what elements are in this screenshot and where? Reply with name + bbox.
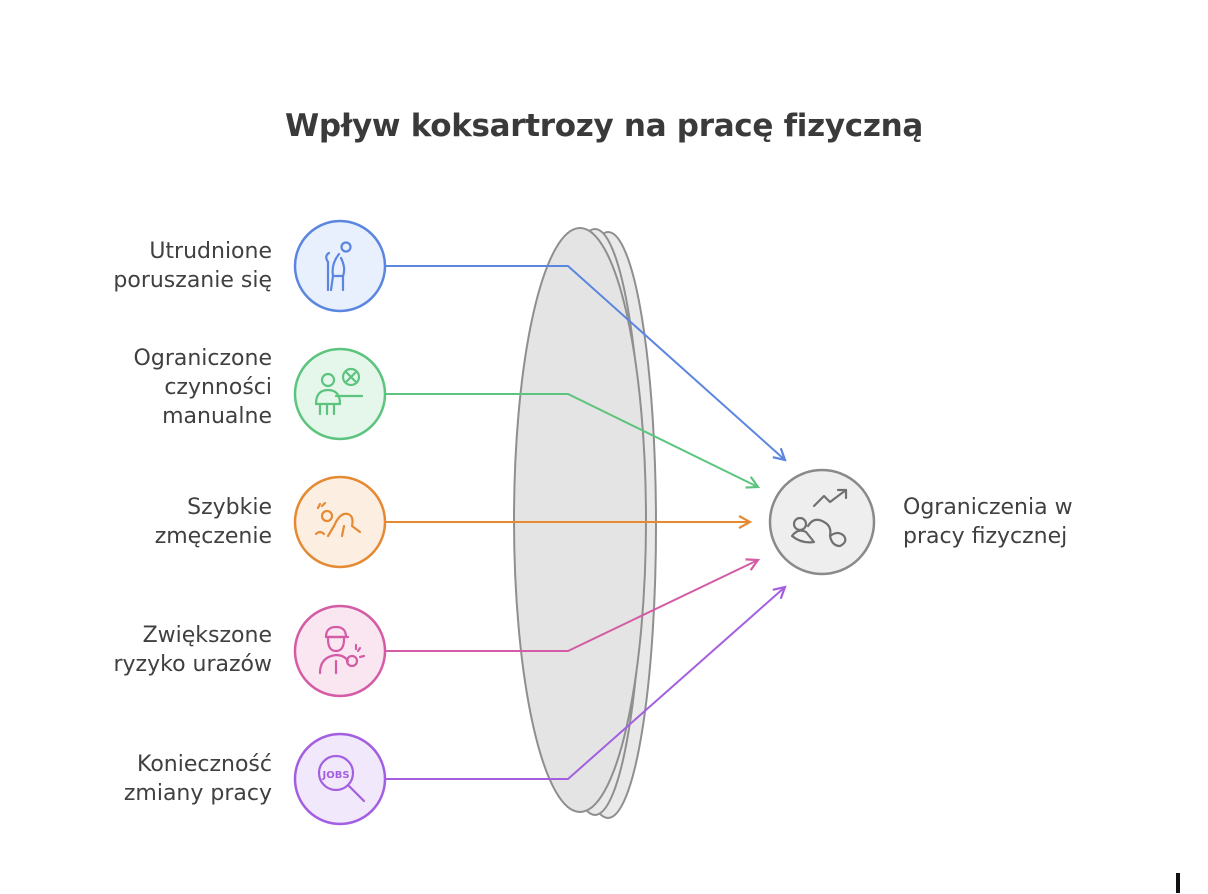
injured-worker-icon: [318, 625, 366, 675]
connector-line-5: [386, 587, 785, 780]
connector-line-2: [386, 393, 758, 487]
input-label-line: Szybkie: [187, 495, 272, 520]
person-no-task-icon: [314, 367, 364, 416]
crawling-person-icon: [314, 501, 362, 538]
input-label-line: zmęczenie: [154, 524, 272, 549]
input-node-2: [293, 347, 387, 441]
input-label-1: Utrudnione poruszanie się: [113, 237, 272, 295]
input-label-line: poruszanie się: [113, 268, 272, 293]
input-label-2: Ograniczone czynności manualne: [134, 344, 272, 431]
input-label-line: manualne: [162, 404, 272, 429]
output-label: Ograniczenia w pracy fizycznej: [903, 493, 1073, 551]
input-label-line: Ograniczone: [133, 346, 272, 371]
input-label-line: ryzyko urazów: [113, 652, 272, 677]
output-node: [768, 468, 876, 576]
input-label-line: czynności: [164, 375, 272, 400]
jobs-badge-text: JOBS: [321, 770, 349, 781]
input-label-4: Zwiększone ryzyko urazów: [113, 621, 272, 679]
diagram-title: Wpływ koksartrozy na pracę fizyczną: [285, 108, 923, 144]
person-cane-icon: [325, 241, 352, 292]
input-label-line: zmiany pracy: [123, 781, 272, 806]
input-label-line: Zwiększone: [142, 623, 272, 648]
text-cursor: [1176, 873, 1180, 893]
job-search-icon: [317, 754, 366, 803]
input-label-line: Konieczność: [137, 752, 272, 777]
connector-line-4: [386, 560, 758, 652]
input-label-line: Utrudnione: [149, 239, 272, 264]
output-label-line: pracy fizycznej: [903, 524, 1068, 549]
falling-person-chart-icon: [790, 488, 848, 548]
input-label-5: Konieczność zmiany pracy: [124, 750, 272, 808]
connector-line-1: [386, 265, 785, 460]
input-node-3: [293, 475, 387, 569]
output-label-line: Ograniczenia w: [903, 495, 1073, 520]
input-node-5: JOBS: [293, 732, 387, 826]
input-node-4: [293, 604, 387, 698]
input-node-1: [293, 219, 387, 313]
input-label-3: Szybkie zmęczenie: [155, 493, 272, 551]
